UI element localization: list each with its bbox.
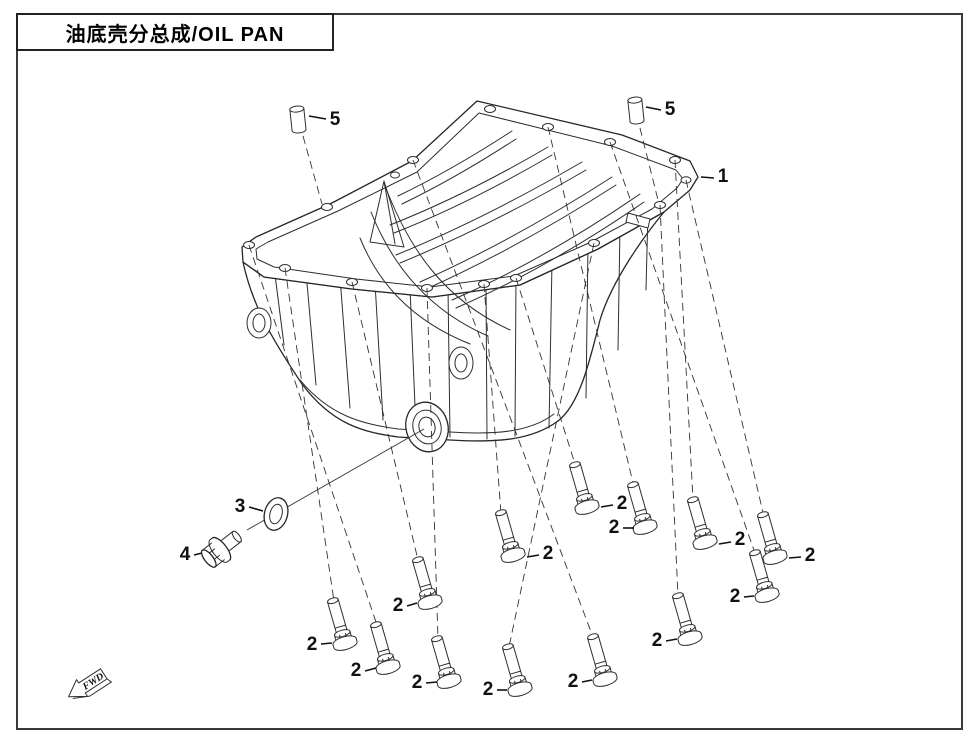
callout-label-2: 2	[652, 630, 663, 651]
drain-plug	[200, 530, 242, 568]
callout-connector	[645, 106, 662, 111]
leader-line-dashed	[426, 287, 439, 640]
leader-line-dashed	[412, 159, 594, 638]
flange-bolt	[750, 508, 789, 568]
callout-connector	[788, 556, 802, 559]
callout-label-5: 5	[330, 109, 341, 130]
callout-connector	[364, 667, 377, 672]
callout-label-4: 4	[180, 544, 191, 565]
leader-line-dashed	[547, 126, 635, 488]
title-box: 油底壳分总成/OIL PAN	[16, 13, 334, 51]
flange-bolt	[405, 553, 444, 613]
flange-bolt	[488, 506, 527, 566]
callout-connector	[320, 642, 333, 645]
callout-connector	[600, 504, 614, 508]
leader-line-dashed	[659, 204, 679, 597]
callout-label-1: 1	[718, 166, 729, 187]
drawing-frame	[16, 13, 963, 730]
callout-connector	[665, 638, 678, 642]
callout-label-2: 2	[805, 545, 816, 566]
leader-line-dashed	[302, 135, 323, 205]
leader-line-dashed	[284, 267, 335, 602]
callout-connector	[718, 541, 732, 545]
callout-label-3: 3	[235, 496, 246, 517]
fwd-direction-arrow: FWD	[68, 668, 112, 699]
callout-connector	[581, 679, 593, 683]
dowel-pin	[627, 95, 645, 126]
leader-line-dashed	[248, 244, 378, 626]
callout-label-2: 2	[617, 493, 628, 514]
callout-label-2: 2	[730, 586, 741, 607]
callout-connector	[425, 681, 438, 684]
page-title: 油底壳分总成/OIL PAN	[65, 23, 285, 46]
flange-bolt	[680, 493, 719, 553]
callout-label-2: 2	[393, 595, 404, 616]
flange-bolt	[562, 458, 601, 518]
callout-label-5: 5	[665, 99, 676, 120]
leader-line-dashed	[685, 179, 765, 518]
flange-bolt	[580, 630, 619, 690]
callout-label-2: 2	[483, 679, 494, 700]
callout-connector	[700, 176, 715, 179]
callout-label-2: 2	[307, 634, 318, 655]
callout-label-2: 2	[609, 517, 620, 538]
leader-line-dashed	[515, 277, 577, 468]
sealing-washer	[263, 497, 289, 531]
callout-label-2: 2	[568, 671, 579, 692]
callout-label-2: 2	[543, 543, 554, 564]
leader-line-dashed	[609, 141, 756, 554]
flange-bolt	[665, 589, 704, 649]
dowel-pin	[289, 104, 307, 135]
leader-line-dashed	[508, 242, 595, 648]
callout-connector	[526, 554, 540, 558]
flange-bolt	[363, 618, 402, 678]
oil-pan-drawing	[241, 100, 699, 453]
callout-connector	[406, 602, 418, 607]
callout-label-2: 2	[351, 660, 362, 681]
callout-label-2: 2	[412, 672, 423, 693]
callout-connector	[743, 595, 755, 598]
leader-line-dashed	[351, 281, 419, 561]
callout-connector	[248, 506, 264, 512]
callout-label-2: 2	[735, 529, 746, 550]
callout-connector	[308, 115, 327, 120]
leader-line-dashed	[674, 159, 694, 501]
